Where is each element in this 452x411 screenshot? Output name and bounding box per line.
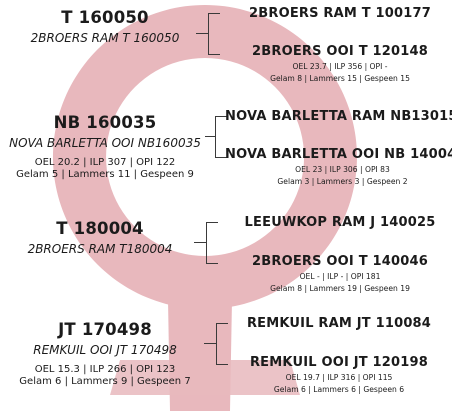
- pedigree-bracket: [206, 222, 218, 264]
- animal-tag: T 180004: [0, 219, 200, 238]
- dam-stats-litters: Gelam 6 | Lammers 6 | Gespeen 6: [228, 385, 450, 395]
- sire-node: REMKUIL RAM JT 110084: [228, 316, 450, 332]
- animal-tag: JT 170498: [0, 320, 210, 339]
- sire-node: 2BROERS RAM T 100177: [225, 6, 452, 22]
- animal-stats: OEL 20.2 | ILP 307 | OPI 122: [0, 157, 210, 169]
- pedigree-stub: [204, 343, 216, 344]
- dam-stats-litters: Gelam 8 | Lammers 15 | Gespeen 15: [225, 74, 452, 84]
- animal-node: NB 160035 NOVA BARLETTA OOI NB160035 OEL…: [0, 113, 210, 180]
- animal-node: JT 170498 REMKUIL OOI JT 170498 OEL 15.3…: [0, 320, 210, 387]
- pedigree-stub: [205, 136, 215, 137]
- dam-node: 2BROERS OOI T 120148 OEL 23.7 | ILP 356 …: [225, 44, 452, 83]
- animal-name: REMKUIL OOI JT 170498: [0, 343, 210, 358]
- dam-stats: OEL - | ILP - | OPI 181: [225, 272, 452, 282]
- animal-stats: OEL 15.3 | ILP 266 | OPI 123: [0, 364, 210, 376]
- dam-node: NOVA BARLETTA OOI NB 140045 OEL 23 | ILP…: [225, 147, 452, 186]
- dam-node: REMKUIL OOI JT 120198 OEL 19.7 | ILP 316…: [228, 355, 450, 394]
- dam-stats: OEL 23.7 | ILP 356 | OPI -: [225, 62, 452, 72]
- dam-stats: OEL 23 | ILP 306 | OPI 83: [225, 165, 452, 175]
- dam-name: REMKUIL OOI JT 120198: [228, 355, 450, 371]
- dam-node: 2BROERS OOI T 140046 OEL - | ILP - | OPI…: [225, 254, 452, 293]
- animal-name: NOVA BARLETTA OOI NB160035: [0, 136, 210, 151]
- sire-name: LEEUWKOP RAM J 140025: [225, 215, 452, 231]
- animal-name: 2BROERS RAM T180004: [0, 242, 200, 257]
- animal-stats-litters: Gelam 6 | Lammers 9 | Gespeen 7: [0, 376, 210, 388]
- animal-node: T 180004 2BROERS RAM T180004: [0, 219, 200, 257]
- dam-name: 2BROERS OOI T 140046: [225, 254, 452, 270]
- animal-name: 2BROERS RAM T 160050: [0, 31, 210, 46]
- pedigree-stub: [196, 33, 208, 34]
- animal-node: T 160050 2BROERS RAM T 160050: [0, 8, 210, 46]
- pedigree-bracket: [208, 13, 220, 55]
- pedigree-stub: [194, 242, 206, 243]
- sire-node: NOVA BARLETTA RAM NB130159: [225, 109, 452, 125]
- animal-tag: T 160050: [0, 8, 210, 27]
- dam-stats-litters: Gelam 3 | Lammers 3 | Gespeen 2: [225, 177, 452, 187]
- dam-stats: OEL 19.7 | ILP 316 | OPI 115: [228, 373, 450, 383]
- dam-name: NOVA BARLETTA OOI NB 140045: [225, 147, 452, 163]
- dam-name: 2BROERS OOI T 120148: [225, 44, 452, 60]
- animal-stats-litters: Gelam 5 | Lammers 11 | Gespeen 9: [0, 169, 210, 181]
- sire-name: NOVA BARLETTA RAM NB130159: [225, 109, 452, 125]
- sire-node: LEEUWKOP RAM J 140025: [225, 215, 452, 231]
- pedigree-bracket: [216, 323, 228, 365]
- dam-stats-litters: Gelam 8 | Lammers 19 | Gespeen 19: [225, 284, 452, 294]
- animal-tag: NB 160035: [0, 113, 210, 132]
- sire-name: 2BROERS RAM T 100177: [225, 6, 452, 22]
- sire-name: REMKUIL RAM JT 110084: [228, 316, 450, 332]
